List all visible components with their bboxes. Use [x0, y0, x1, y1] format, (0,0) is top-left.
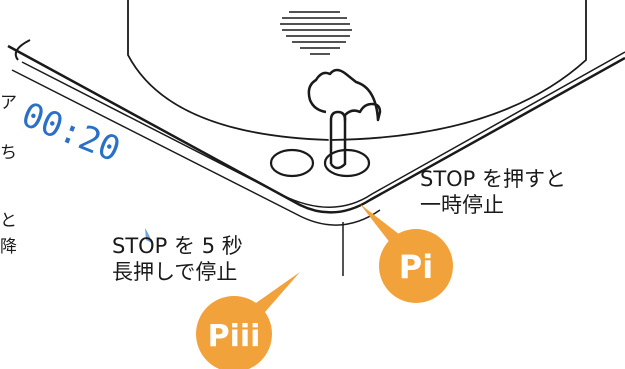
- left-button-icon[interactable]: [269, 148, 315, 178]
- edge-text-1: ア: [0, 93, 17, 113]
- droplet-icon: [145, 228, 152, 243]
- edge-text-4: 降: [0, 237, 17, 257]
- edge-text-3: と: [0, 211, 17, 231]
- stop-hold-line-1: STOP を 5 秒: [112, 234, 243, 258]
- device-body-top: [14, 39, 31, 61]
- speaker-grille-icon: [280, 11, 352, 55]
- badge-pi: [379, 229, 453, 303]
- device-body: [7, 44, 625, 214]
- pointing-hand-icon: [307, 68, 382, 164]
- stop-pause-label: STOP を押すと 一時停止: [420, 166, 566, 218]
- edge-text-2: ち: [0, 143, 17, 163]
- badge-piii-label: Piii: [208, 319, 261, 354]
- pointing-hand-finger: [330, 118, 347, 170]
- device-lid-edge: [21, 51, 625, 208]
- stop-pause-line-1: STOP を押すと: [420, 167, 567, 191]
- stop-hold-label: STOP を 5 秒 長押しで停止: [112, 233, 243, 285]
- badge-pi-label: Pi: [399, 248, 433, 286]
- stop-button-icon[interactable]: [323, 148, 371, 178]
- stop-pause-line-2: 一時停止: [420, 193, 504, 217]
- badge-piii: [196, 296, 272, 369]
- callout-pointer-pi: [360, 204, 404, 248]
- stop-hold-line-2: 長押しで停止: [112, 260, 238, 284]
